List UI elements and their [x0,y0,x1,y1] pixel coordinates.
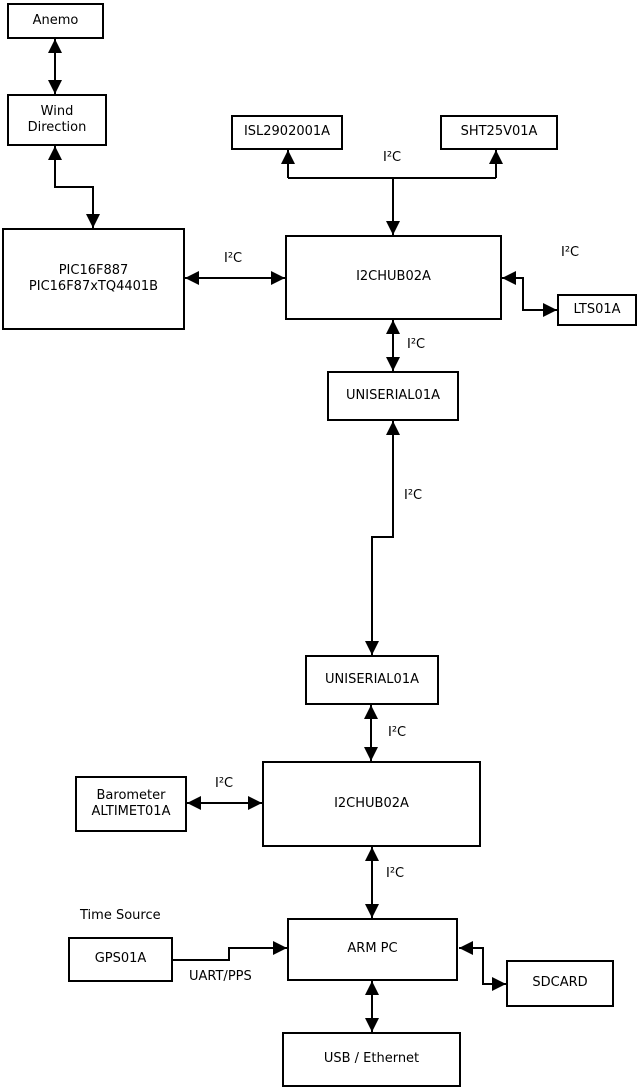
node-anemo: Anemo [7,3,104,39]
node-arm-pc: ARM PC [287,918,458,981]
edge-label-i2c-uniserial-hub2: I²C [388,725,407,740]
node-usb-ethernet: USB / Ethernet [282,1032,461,1087]
edge-label-i2c-uniserial-link: I²C [404,488,423,503]
edge-wind-direction-pic [48,146,100,228]
edge-label-i2c-isl-sht: I²C [383,150,402,165]
edge-label-i2c-barometer-hub2: I²C [215,776,234,791]
node-uniserial01a-bottom: UNISERIAL01A [305,655,439,705]
edge-label-uart-pps: UART/PPS [189,969,252,984]
node-wind-direction: Wind Direction [7,94,107,146]
edge-label-i2c-hub-uniserial: I²C [407,337,426,352]
node-pic16f887: PIC16F887 PIC16F87xTQ4401B [2,228,185,330]
edge-label-i2c-pic-hub: I²C [224,251,243,266]
node-lts01a: LTS01A [557,294,637,326]
node-gps01a: GPS01A [68,937,173,982]
edge-label-time-source: Time Source [80,908,161,923]
node-barometer-altimet01a: Barometer ALTIMET01A [75,776,187,832]
node-uniserial01a-top: UNISERIAL01A [327,371,459,421]
node-sht25v01a: SHT25V01A [440,115,558,150]
node-isl2902001a: ISL2902001A [231,115,343,150]
node-i2chub02a-bottom: I2CHUB02A [262,761,481,847]
edge-label-i2c-hub-lts: I²C [561,245,580,260]
edge-label-i2c-hub2-armpc: I²C [386,866,405,881]
edge-i2chub-top-lts [502,271,557,317]
edge-armpc-sdcard [459,941,506,991]
node-i2chub02a-top: I2CHUB02A [285,235,502,320]
edge-gps-armpc [173,941,287,961]
edge-uniserial-link [365,421,400,655]
node-sdcard: SDCARD [506,960,614,1007]
